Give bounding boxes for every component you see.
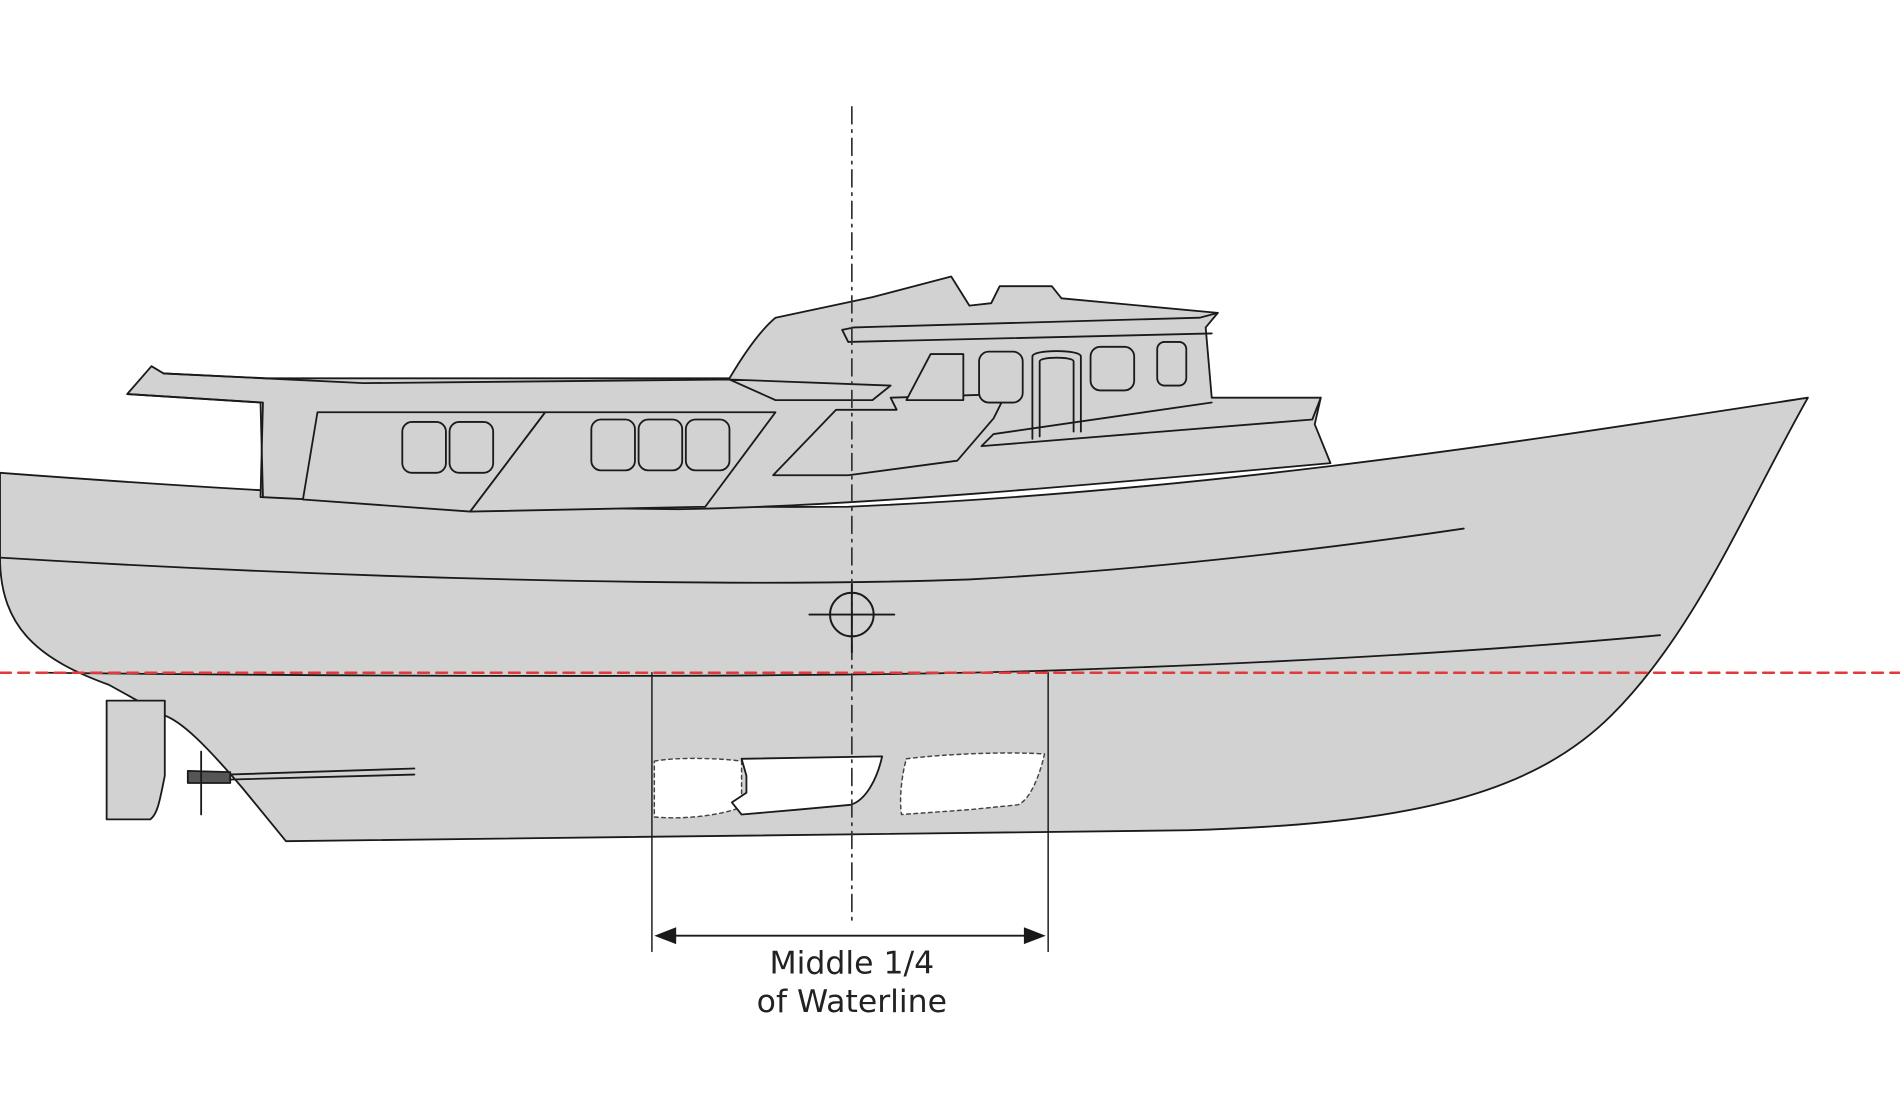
stabilizer-fin-dashed-right [899,752,1046,816]
cabin-windows [401,341,1188,474]
propeller [186,750,232,816]
pilothouse-roof [841,311,1219,343]
stern-skeg [105,699,166,821]
side-deck [980,396,1322,448]
crosshair-circle-icon [808,583,896,654]
stabilizer-fin [730,755,884,816]
dimension-arrow [654,927,1046,945]
annotation-line1: Middle 1/4 [769,945,934,981]
middle-quarter-bounds [651,672,1049,953]
annotation-line2: of Waterline [757,984,947,1020]
stabilizer-fin-dashed-left [653,757,743,819]
roof-line [162,372,892,402]
pilothouse-door [1031,350,1082,440]
sheer-line [0,527,1465,584]
aft-roof [126,393,264,498]
window-panel-3 [772,393,1007,477]
